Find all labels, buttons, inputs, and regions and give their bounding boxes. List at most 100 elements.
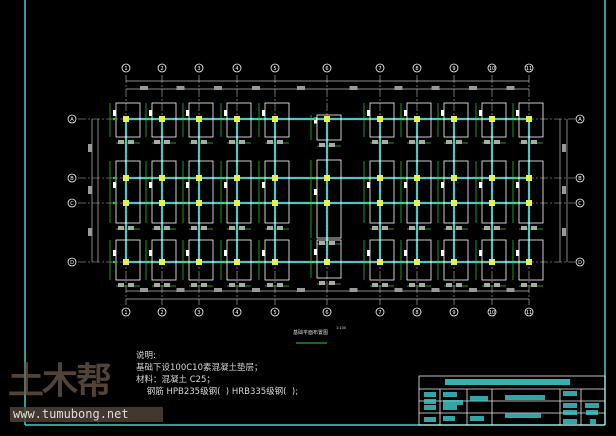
- footing-size-text: [319, 281, 325, 285]
- column-marker: [196, 116, 202, 122]
- footing-outline: [115, 160, 141, 224]
- dimension-tick: [366, 117, 370, 121]
- footing-size-text: [319, 241, 325, 245]
- footing-label: [186, 110, 189, 116]
- dimension-tick: [261, 260, 265, 264]
- footing-size-text: [419, 140, 425, 144]
- footing-size-text: [191, 140, 197, 144]
- axis-bubble: [194, 63, 204, 73]
- footing-size-text: [118, 226, 124, 230]
- footing-outline: [518, 239, 544, 281]
- axis-label: 7: [378, 66, 381, 72]
- footing-size-text: [484, 226, 490, 230]
- axis-bubble: [487, 307, 497, 317]
- footing-size-text: [372, 226, 378, 230]
- footing-size-text: [329, 281, 335, 285]
- axis-label: B: [578, 176, 582, 182]
- dimension-text: [394, 288, 403, 292]
- footing-outline: [406, 239, 432, 281]
- footing-size-text: [277, 140, 283, 144]
- dimension-text: [214, 86, 222, 90]
- axis-bubble: [575, 257, 585, 267]
- dimension-tick: [313, 117, 317, 121]
- footing-outline: [518, 102, 544, 138]
- footing-outline: [226, 239, 252, 281]
- axis-label: 8: [415, 310, 418, 316]
- footing-size-text: [531, 283, 537, 287]
- footing-outline: [369, 239, 395, 281]
- footing-label: [113, 110, 116, 116]
- footing-label: [149, 110, 152, 116]
- footing-label: [314, 117, 317, 124]
- design-notes: 说明: 基础下设100C10素混凝土垫层； 材料：混凝土 C25； 钢筋 HPB…: [136, 350, 298, 398]
- footing-label: [441, 110, 444, 116]
- footing-size-text: [531, 226, 537, 230]
- title-block-field-value: [586, 410, 598, 415]
- axis-bubble: [575, 173, 585, 183]
- axis-label: 11: [526, 66, 532, 72]
- dimension-text: [176, 86, 185, 90]
- dimension-tick: [515, 260, 519, 264]
- dimension-tick: [478, 176, 482, 180]
- axis-bubble: [524, 63, 534, 73]
- title-block-cell-text: [470, 416, 484, 421]
- dimension-tick: [440, 117, 444, 121]
- axis-label: 4: [235, 310, 238, 316]
- dimension-text: [506, 288, 515, 292]
- dimension-tick: [515, 201, 519, 205]
- title-block-field-label: [424, 399, 436, 404]
- footing-label: [367, 182, 370, 188]
- footing-outline: [316, 239, 342, 279]
- dimension-tick: [185, 176, 189, 180]
- column-marker: [489, 200, 495, 206]
- footing-size-text: [409, 226, 415, 230]
- footing-label: [262, 182, 265, 188]
- footing-size-text: [446, 283, 452, 287]
- footing-size-text: [521, 226, 527, 230]
- column-marker: [526, 116, 532, 122]
- axis-bubble: [375, 63, 385, 73]
- axis-label: B: [70, 176, 74, 182]
- footing-size-text: [382, 226, 388, 230]
- axis-bubble: [412, 307, 422, 317]
- column-marker: [414, 259, 420, 265]
- dimension-tick: [148, 117, 152, 121]
- footing-outline: [151, 160, 177, 224]
- footing-size-text: [382, 140, 388, 144]
- dimension-tick: [148, 260, 152, 264]
- footing-size-text: [128, 283, 134, 287]
- axis-bubble: [270, 307, 280, 317]
- footing-outline: [264, 160, 290, 224]
- footing-label: [113, 182, 116, 188]
- title-block-field-value: [585, 403, 599, 408]
- dimension-text: [297, 86, 305, 90]
- axis-bubble: [487, 63, 497, 73]
- column-marker: [377, 259, 383, 265]
- axis-label: 3: [197, 66, 200, 72]
- axis-bubble: [375, 307, 385, 317]
- footing-size-text: [419, 226, 425, 230]
- axis-bubble: [157, 307, 167, 317]
- axis-bubble: [67, 257, 77, 267]
- dimension-tick: [148, 176, 152, 180]
- footing-outline: [481, 239, 507, 281]
- column-marker: [159, 175, 165, 181]
- axis-bubble: [232, 307, 242, 317]
- column-marker: [272, 259, 278, 265]
- footing-size-text: [154, 140, 160, 144]
- footing-size-text: [456, 226, 462, 230]
- dimension-tick: [478, 201, 482, 205]
- watermark-url: www.tumubong.net: [10, 407, 163, 422]
- footing-size-text: [521, 140, 527, 144]
- footing-outline: [369, 102, 395, 138]
- column-marker: [377, 175, 383, 181]
- axis-label: 1: [124, 66, 127, 72]
- dimension-tick: [440, 260, 444, 264]
- footing-label: [441, 250, 444, 256]
- axis-bubble: [67, 114, 77, 124]
- dimension-tick: [313, 176, 317, 180]
- footing-outline: [226, 102, 252, 138]
- axis-label: 4: [235, 66, 238, 72]
- dimension-tick: [366, 201, 370, 205]
- dimension-tick: [112, 201, 116, 205]
